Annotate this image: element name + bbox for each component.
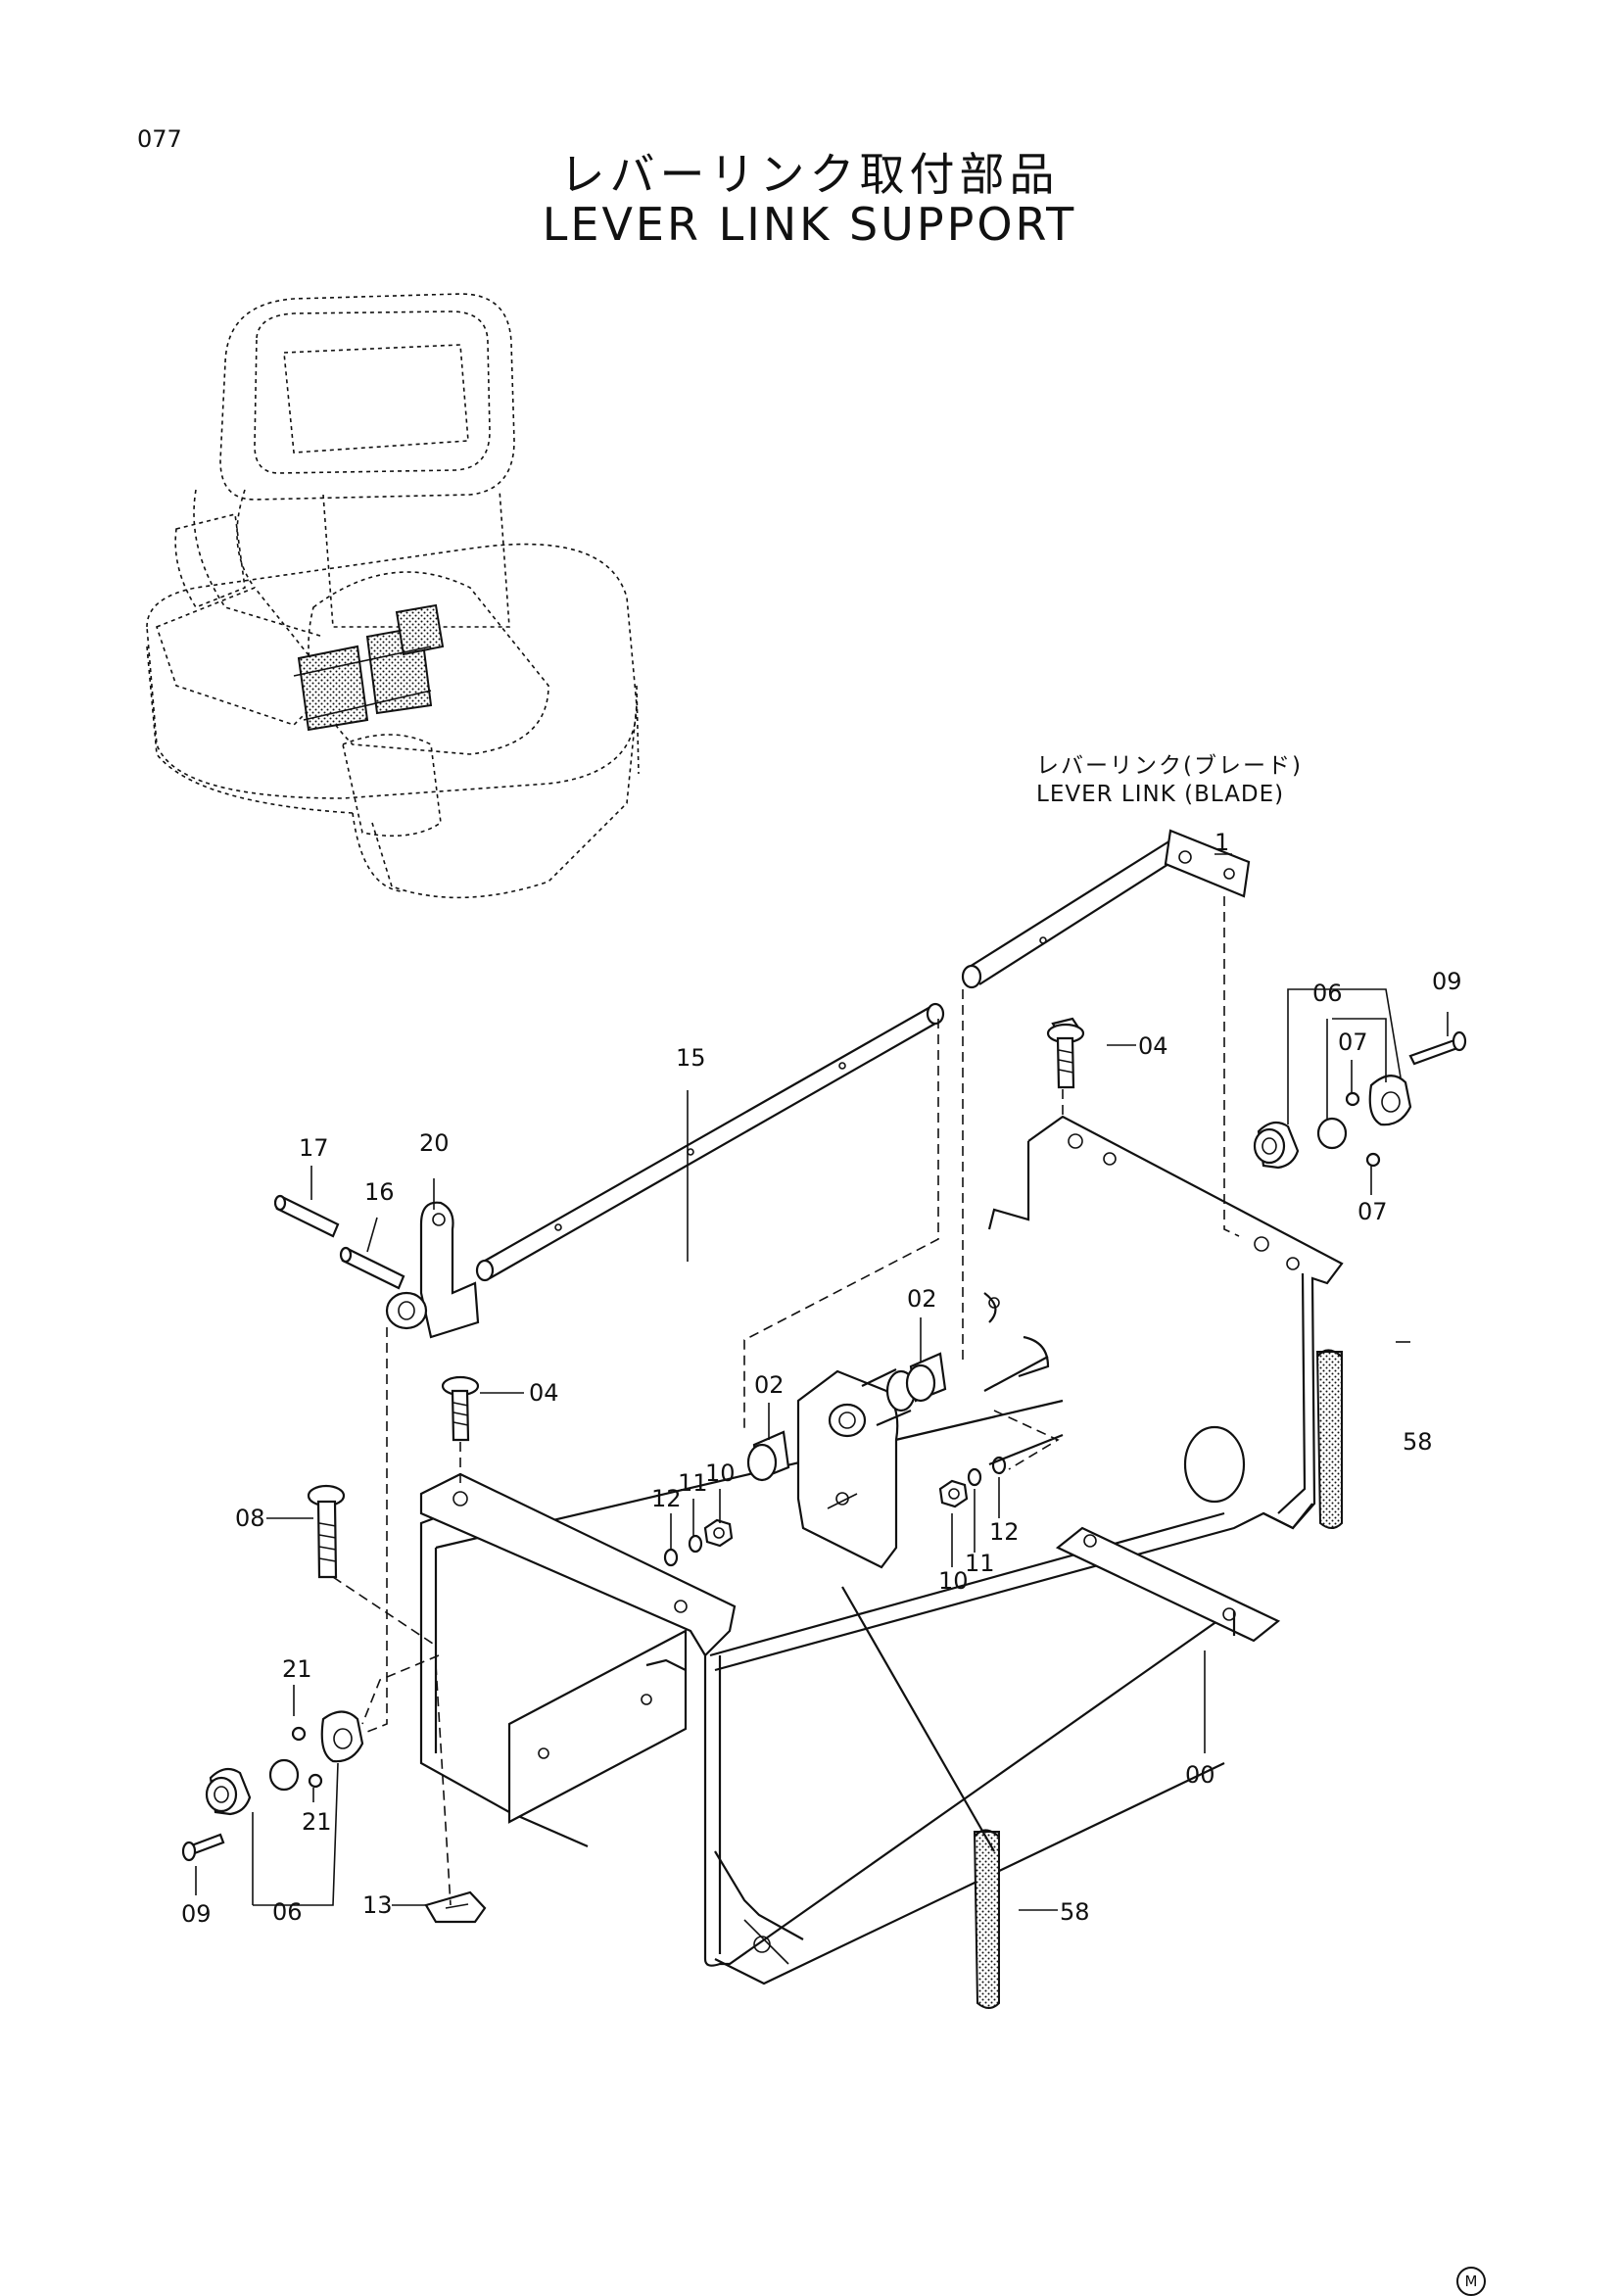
flange-bearing-right	[1253, 1075, 1412, 1170]
clip-13	[424, 1890, 487, 1924]
callout-21-bottom: 21	[302, 1808, 332, 1836]
callout-06-right: 06	[1312, 980, 1343, 1007]
page-number: 077	[137, 125, 182, 153]
page-title-english: LEVER LINK SUPPORT	[542, 198, 1077, 251]
lever-link-shaft	[961, 829, 1251, 989]
assembly-lines	[332, 896, 1240, 1906]
rod-to-strip-line	[841, 1586, 995, 1852]
callout-04-middle: 04	[529, 1379, 559, 1407]
callout-11-right: 11	[965, 1550, 995, 1577]
callout-16: 16	[364, 1178, 395, 1206]
nuts-and-washers	[663, 1456, 1007, 1567]
callout-09-right: 09	[1432, 968, 1462, 995]
pins-16-17	[273, 1194, 405, 1290]
support-frame-00	[419, 1115, 1344, 1985]
flange-bearing-left	[205, 1710, 364, 1816]
callout-02-right: 02	[907, 1285, 937, 1313]
leader-lines	[195, 853, 1449, 1911]
callout-07-top: 07	[1338, 1028, 1368, 1056]
callout-10-right: 10	[938, 1567, 969, 1595]
callout-58-right: 58	[1403, 1428, 1433, 1456]
bolts	[181, 1017, 1467, 1862]
callout-1: 1	[1214, 829, 1229, 856]
callout-10-left: 10	[705, 1459, 736, 1487]
rod-15	[475, 1002, 945, 1282]
callout-58-bottom: 58	[1060, 1898, 1090, 1926]
callout-12-left: 12	[651, 1485, 682, 1512]
callout-12-right: 12	[989, 1518, 1020, 1546]
upper-bracket-with-bushings	[746, 1352, 947, 1569]
washer-to-frame-line	[988, 1433, 1064, 1466]
callout-06-left: 06	[272, 1898, 303, 1926]
rubber-strips-58	[973, 1349, 1343, 2009]
callout-00: 00	[1185, 1761, 1215, 1789]
callout-21-top: 21	[282, 1655, 312, 1683]
callout-labels: 1 04 04 08 15 17 16 20 02 02 10 11 12 10…	[181, 829, 1462, 1928]
page-title-japanese: レバーリンク取付部品	[559, 148, 1060, 201]
callout-20: 20	[419, 1129, 450, 1157]
callout-04-top: 04	[1138, 1032, 1168, 1060]
callout-17: 17	[299, 1134, 329, 1162]
callout-08: 08	[235, 1505, 265, 1532]
sub-assembly-label-english: LEVER LINK (BLADE)	[1036, 782, 1285, 807]
sub-assembly-label-japanese: レバーリンク(ブレード)	[1036, 753, 1303, 779]
callout-07-bottom: 07	[1357, 1198, 1388, 1225]
machine-locator-sketch	[146, 293, 640, 899]
callout-13: 13	[362, 1891, 393, 1919]
callout-09-left: 09	[181, 1900, 212, 1928]
callout-02-left: 02	[754, 1371, 785, 1399]
callout-11-left: 11	[678, 1469, 708, 1497]
bracket-20	[385, 1201, 480, 1339]
callout-15: 15	[676, 1044, 706, 1072]
